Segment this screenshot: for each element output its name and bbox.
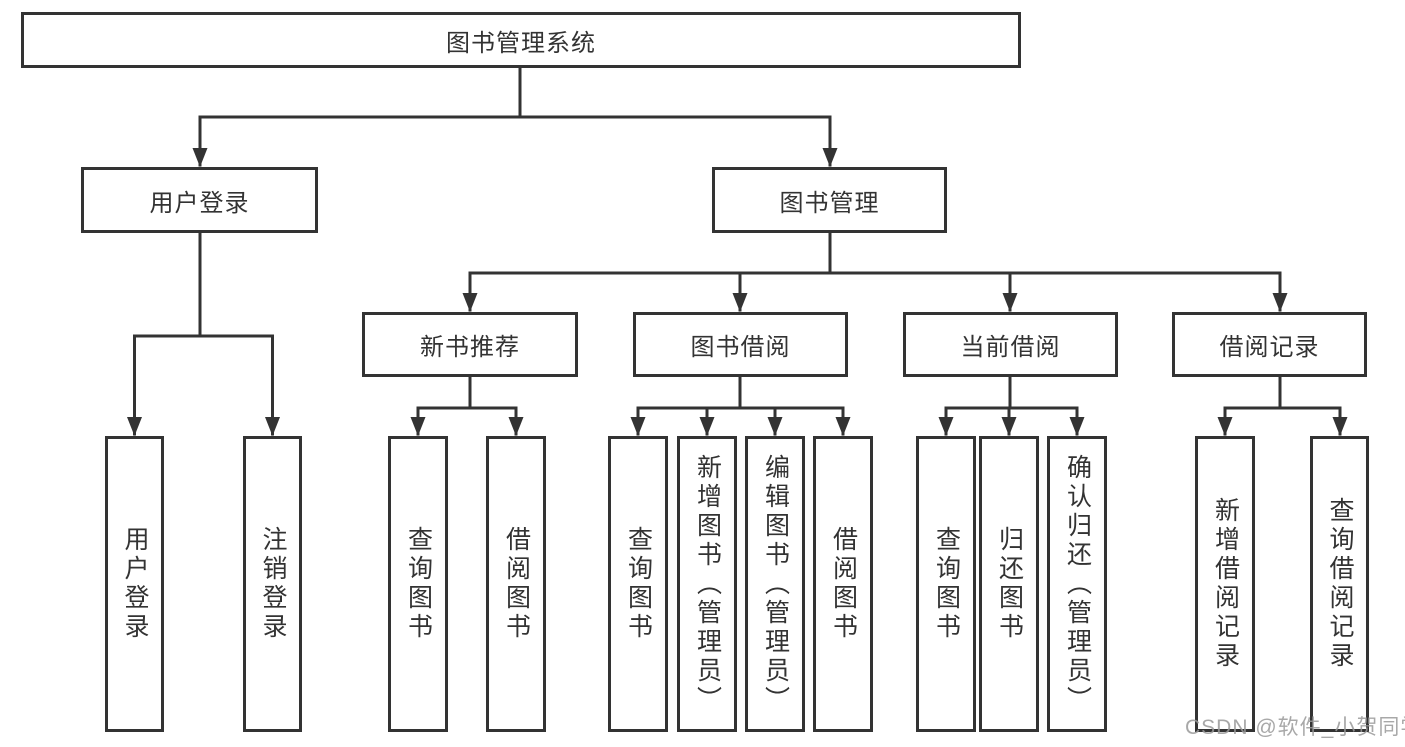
- node-label: 借阅记录: [1219, 334, 1320, 361]
- node-label: 注销登录: [259, 526, 287, 642]
- node-leaf-logout: 注销登录: [243, 436, 302, 732]
- node-label: 确认归还（管理员）: [1063, 453, 1092, 715]
- node-new-book-recommendation: 新书推荐: [362, 312, 578, 377]
- node-leaf-return-books: 归还图书: [979, 436, 1039, 732]
- node-label: 归还图书: [995, 526, 1024, 642]
- node-leaf-user-login: 用户登录: [105, 436, 164, 732]
- node-label: 图书借阅: [690, 334, 791, 361]
- csdn-watermark: CSDN @软件_小贺同学: [1185, 716, 1405, 739]
- node-user-login: 用户登录: [81, 167, 318, 233]
- node-label: 图书管理系统: [446, 29, 596, 57]
- node-leaf-borrow-borrow-books: 借阅图书: [813, 436, 873, 732]
- node-label: 查询借阅记录: [1326, 497, 1354, 671]
- node-label: 查询图书: [624, 526, 653, 642]
- node-current-borrowing: 当前借阅: [903, 312, 1118, 377]
- node-root-library-system: 图书管理系统: [21, 12, 1021, 68]
- node-leaf-query-borrow-record: 查询借阅记录: [1310, 436, 1369, 732]
- node-borrowing-records: 借阅记录: [1172, 312, 1367, 377]
- node-label: 借阅图书: [829, 526, 858, 642]
- node-leaf-recommend-query-books: 查询图书: [388, 436, 448, 732]
- node-label: 新增图书（管理员）: [693, 453, 722, 715]
- node-label: 编辑图书（管理员）: [761, 453, 790, 715]
- node-leaf-add-books-admin: 新增图书（管理员）: [677, 436, 737, 732]
- node-leaf-borrow-query-books: 查询图书: [608, 436, 668, 732]
- node-label: 用户登录: [121, 526, 149, 642]
- node-label: 查询图书: [404, 526, 433, 642]
- node-label: 用户登录: [149, 189, 250, 217]
- connector-group: [127, 66, 1348, 436]
- node-leaf-add-borrow-record: 新增借阅记录: [1195, 436, 1255, 732]
- node-label: 借阅图书: [502, 526, 531, 642]
- node-book-borrowing: 图书借阅: [633, 312, 848, 377]
- node-label: 新书推荐: [420, 334, 520, 361]
- node-label: 当前借阅: [960, 334, 1061, 361]
- node-label: 新增借阅记录: [1211, 497, 1240, 671]
- node-leaf-edit-books-admin: 编辑图书（管理员）: [745, 436, 805, 732]
- node-leaf-confirm-return-admin: 确认归还（管理员）: [1047, 436, 1107, 732]
- node-label: 图书管理: [779, 189, 880, 217]
- node-book-management: 图书管理: [712, 167, 947, 233]
- node-leaf-recommend-borrow-books: 借阅图书: [486, 436, 546, 732]
- node-leaf-current-query-books: 查询图书: [916, 436, 976, 732]
- node-label: 查询图书: [932, 526, 961, 642]
